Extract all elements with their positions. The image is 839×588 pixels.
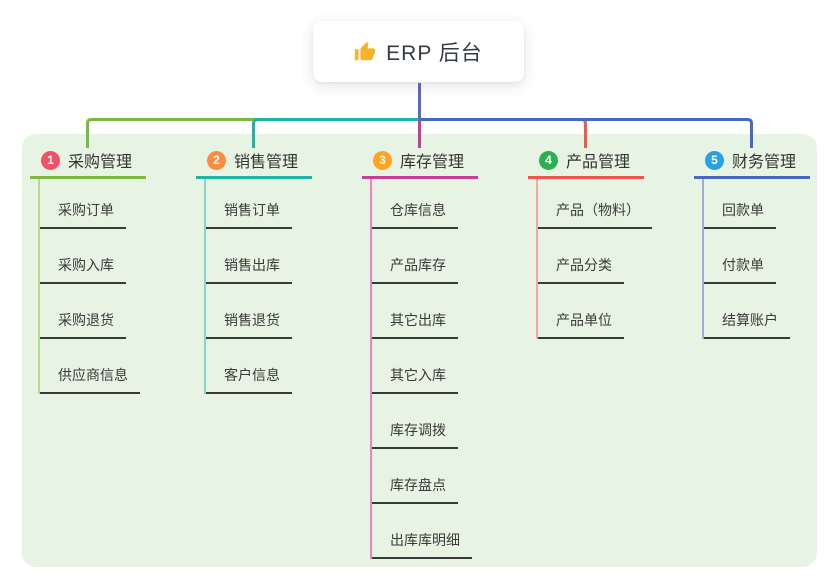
branch-number-badge: 1 bbox=[41, 150, 60, 170]
branch-underline bbox=[528, 176, 644, 179]
branch-underline bbox=[30, 176, 146, 179]
thumbs-up-icon bbox=[355, 41, 376, 60]
branch-title[interactable]: 4 产品管理 bbox=[528, 147, 688, 173]
branch-产品管理: 4 产品管理产品（物料） 产品分类产品单位 bbox=[528, 147, 688, 339]
child-node[interactable]: 供应商信息 bbox=[40, 339, 190, 394]
branch-number-badge: 4 bbox=[539, 150, 558, 170]
child-node[interactable]: 产品库存 bbox=[372, 229, 522, 284]
branch-children: 回款单付款单结算账户 bbox=[702, 179, 839, 339]
child-node-label: 产品分类 bbox=[538, 255, 624, 284]
root-node[interactable]: ERP 后台 bbox=[313, 21, 524, 82]
branch-title-label: 财务管理 bbox=[732, 154, 797, 171]
child-node-label: 回款单 bbox=[704, 200, 776, 229]
child-node[interactable]: 库存调拨 bbox=[372, 394, 522, 449]
child-node[interactable]: 其它出库 bbox=[372, 284, 522, 339]
branch-销售管理: 2 销售管理销售订单销售出库销售退货客户信息 bbox=[196, 147, 356, 394]
child-node-label: 采购订单 bbox=[40, 200, 126, 229]
child-node[interactable]: 销售退货 bbox=[206, 284, 356, 339]
branch-children: 采购订单采购入库采购退货供应商信息 bbox=[38, 179, 190, 394]
branch-采购管理: 1 采购管理采购订单采购入库采购退货供应商信息 bbox=[30, 147, 190, 394]
root-node-label: ERP 后台 bbox=[386, 41, 483, 65]
child-node-label: 采购入库 bbox=[40, 255, 126, 284]
branch-underline bbox=[196, 176, 312, 179]
branch-children: 仓库信息产品库存其它出库其它入库库存调拨库存盘点出库库明细 bbox=[370, 179, 522, 559]
branch-title[interactable]: 1 采购管理 bbox=[30, 147, 190, 173]
branch-number-badge: 5 bbox=[705, 150, 724, 170]
child-node[interactable]: 库存盘点 bbox=[372, 449, 522, 504]
child-node[interactable]: 采购订单 bbox=[40, 179, 190, 229]
child-node-label: 结算账户 bbox=[704, 310, 790, 339]
child-node[interactable]: 销售出库 bbox=[206, 229, 356, 284]
child-node[interactable]: 采购退货 bbox=[40, 284, 190, 339]
branch-库存管理: 3 库存管理仓库信息产品库存其它出库其它入库库存调拨库存盘点出库库明细 bbox=[362, 147, 522, 559]
child-node-label: 仓库信息 bbox=[372, 200, 458, 229]
child-node[interactable]: 产品分类 bbox=[538, 229, 688, 284]
child-node-label: 出库库明细 bbox=[372, 530, 472, 559]
child-node-label: 库存盘点 bbox=[372, 475, 458, 504]
branch-title-label: 采购管理 bbox=[68, 154, 133, 171]
branches-panel bbox=[22, 134, 817, 567]
child-node-label: 库存调拨 bbox=[372, 420, 458, 449]
child-node-label: 产品库存 bbox=[372, 255, 458, 284]
branch-title[interactable]: 2 销售管理 bbox=[196, 147, 356, 173]
child-node[interactable]: 回款单 bbox=[704, 179, 839, 229]
child-node-label: 销售退货 bbox=[206, 310, 292, 339]
branch-number-badge: 3 bbox=[373, 150, 392, 170]
child-node[interactable]: 结算账户 bbox=[704, 284, 839, 339]
child-node[interactable]: 产品单位 bbox=[538, 284, 688, 339]
child-node-label: 客户信息 bbox=[206, 365, 292, 394]
branch-title-label: 库存管理 bbox=[400, 154, 465, 171]
child-node-label: 销售出库 bbox=[206, 255, 292, 284]
child-node[interactable]: 仓库信息 bbox=[372, 179, 522, 229]
branch-underline bbox=[694, 176, 810, 179]
child-node-label: 销售订单 bbox=[206, 200, 292, 229]
child-node-label: 采购退货 bbox=[40, 310, 126, 339]
child-node-label: 供应商信息 bbox=[40, 365, 140, 394]
branch-title[interactable]: 3 库存管理 bbox=[362, 147, 522, 173]
child-node-label: 产品单位 bbox=[538, 310, 624, 339]
branch-title-label: 销售管理 bbox=[234, 154, 299, 171]
child-node[interactable]: 其它入库 bbox=[372, 339, 522, 394]
child-node-label: 其它入库 bbox=[372, 365, 458, 394]
child-node-label: 产品（物料） bbox=[538, 200, 652, 229]
child-node[interactable]: 产品（物料） bbox=[538, 179, 688, 229]
child-node[interactable]: 出库库明细 bbox=[372, 504, 522, 559]
child-node-label: 其它出库 bbox=[372, 310, 458, 339]
branch-children: 销售订单销售出库销售退货客户信息 bbox=[204, 179, 356, 394]
branch-number-badge: 2 bbox=[207, 150, 226, 170]
child-node[interactable]: 客户信息 bbox=[206, 339, 356, 394]
branch-underline bbox=[362, 176, 478, 179]
child-node[interactable]: 付款单 bbox=[704, 229, 839, 284]
branch-title[interactable]: 5 财务管理 bbox=[694, 147, 839, 173]
branch-财务管理: 5 财务管理回款单付款单结算账户 bbox=[694, 147, 839, 339]
child-node[interactable]: 采购入库 bbox=[40, 229, 190, 284]
child-node-label: 付款单 bbox=[704, 255, 776, 284]
child-node[interactable]: 销售订单 bbox=[206, 179, 356, 229]
branch-title-label: 产品管理 bbox=[566, 154, 631, 171]
branch-children: 产品（物料） 产品分类产品单位 bbox=[536, 179, 688, 339]
